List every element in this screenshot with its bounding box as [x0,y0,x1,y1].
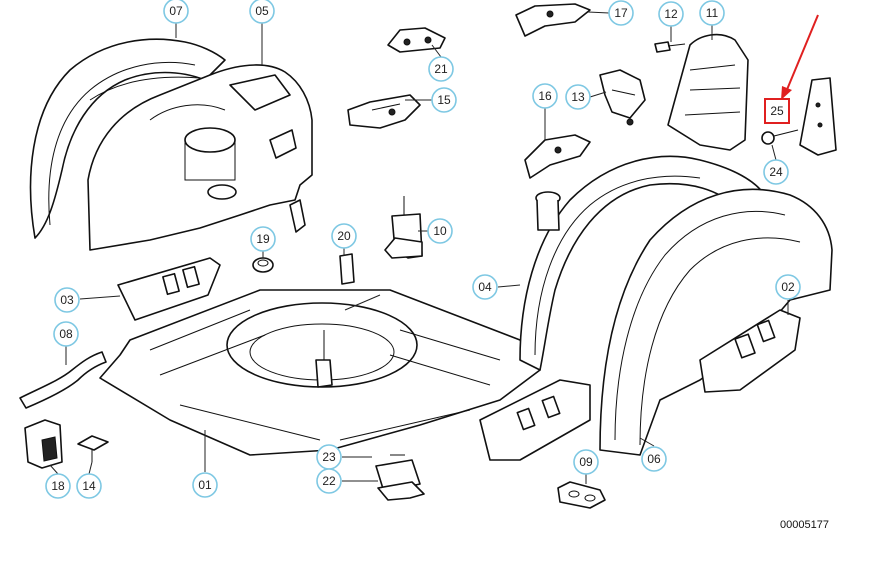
part-14-clip [77,435,109,462]
callout-10: 10 [427,218,453,244]
svg-text:23: 23 [322,450,336,464]
svg-text:14: 14 [82,479,96,493]
svg-text:18: 18 [51,479,65,493]
svg-text:19: 19 [256,232,270,246]
part-19-grommet [252,257,274,273]
highlight-arrow [781,14,819,100]
svg-text:01: 01 [198,478,212,492]
part-08-tube [19,351,107,409]
part-15-bracket [347,94,421,129]
svg-text:06: 06 [647,452,661,466]
svg-text:05: 05 [255,4,269,18]
part-07-wheel-housing-left [29,38,226,239]
svg-text:17: 17 [614,6,628,20]
callout-17: 17 [608,0,634,26]
part-22-23-bracket [375,454,425,501]
callout-03: 03 [54,287,80,313]
callout-14: 14 [76,473,102,499]
part-25-gusset-plate [799,77,837,156]
leader-lines [49,11,789,484]
svg-text:09: 09 [579,455,593,469]
part-20-stud [339,253,355,285]
callout-21: 21 [428,56,454,82]
svg-text:11: 11 [706,6,719,20]
part-02-panel-section [699,309,801,393]
svg-text:08: 08 [59,327,73,341]
part-05-inner-wheel-arch [87,64,313,251]
part-01-trunk-floor [99,289,541,456]
callout-12: 12 [658,1,684,27]
svg-text:15: 15 [437,93,451,107]
callout-02: 02 [775,274,801,300]
callout-05: 05 [249,0,275,24]
callout-15: 15 [431,87,457,113]
svg-text:07: 07 [169,4,183,18]
svg-text:02: 02 [781,280,795,294]
part-12-screw [654,41,686,53]
svg-text:12: 12 [664,7,678,21]
part-21-bracket [387,27,446,53]
svg-text:10: 10 [433,224,447,238]
callout-16: 16 [532,83,558,109]
callout-18: 18 [45,473,71,499]
part-13-bracket [599,69,646,126]
callout-01: 01 [192,472,218,498]
part-24-bolt [761,129,799,145]
callout-06: 06 [641,446,667,472]
part-09-clip [557,481,606,509]
callout-09: 09 [573,449,599,475]
svg-text:22: 22 [322,474,336,488]
part-18-bracket [24,419,63,469]
svg-text:21: 21 [434,62,448,76]
callout-22: 22 [316,468,342,494]
callout-13: 13 [565,84,591,110]
callout-11: 11 [699,0,725,26]
svg-text:20: 20 [337,229,351,243]
diagram-number: 00005177 [780,519,829,531]
rear-side-member [479,379,591,461]
part-11-side-panel [667,33,749,151]
part-10-spare-wheel-bracket [384,196,423,259]
svg-text:13: 13 [571,90,585,104]
part-03-cross-member [117,257,221,321]
svg-text:25: 25 [770,104,784,118]
svg-text:03: 03 [60,293,74,307]
svg-text:04: 04 [478,280,492,294]
svg-text:24: 24 [769,165,783,179]
part-17-bracket [515,3,591,37]
callout-24: 24 [763,159,789,185]
svg-text:16: 16 [538,89,552,103]
callout-20: 20 [331,223,357,249]
callout-23: 23 [316,444,342,470]
part-06-inner-wheel-housing [599,188,833,456]
part-16-bracket [524,134,591,179]
callout-08: 08 [53,321,79,347]
callout-25-highlighted: 25 [764,98,790,124]
callout-04: 04 [472,274,498,300]
callout-19: 19 [250,226,276,252]
callout-07: 07 [163,0,189,24]
